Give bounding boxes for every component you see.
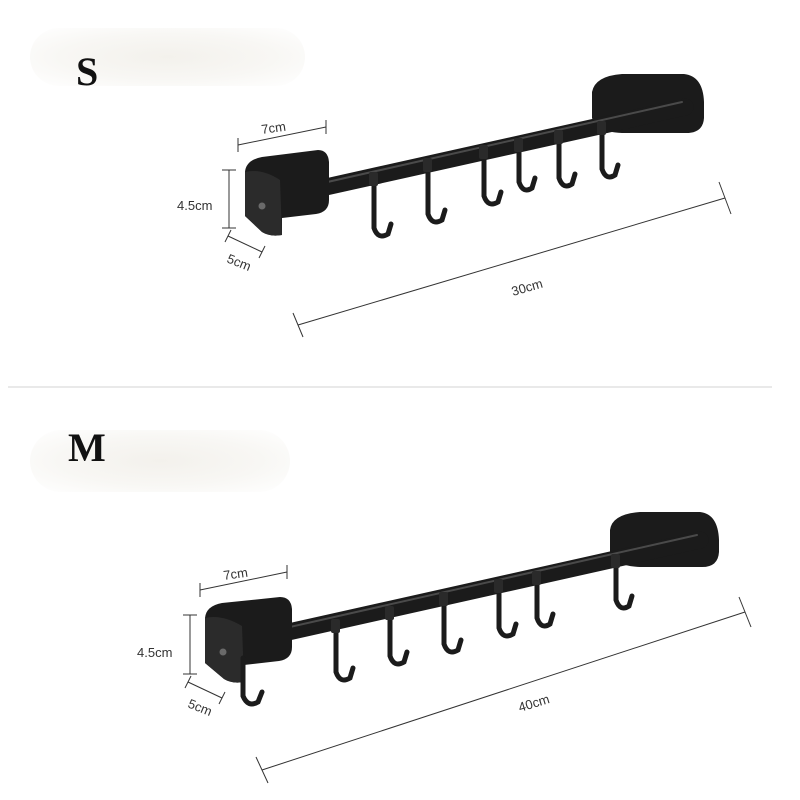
width-dimension-label: 7cm: [260, 119, 286, 137]
hooks: [371, 124, 621, 239]
dimension-lines: [222, 120, 732, 338]
hook: [441, 595, 464, 655]
size-label-backdrop: [30, 28, 305, 86]
rack-illustration-m: 7cm 4.5cm 5cm 40cm: [137, 512, 752, 784]
hook: [371, 175, 394, 239]
screw-cap: [258, 202, 266, 210]
product-panel-m: M: [0, 400, 800, 790]
size-label-backdrop: [30, 430, 290, 492]
hook: [516, 141, 538, 193]
hook: [534, 574, 556, 629]
hook: [425, 160, 448, 225]
section-divider: [8, 386, 772, 388]
dimension-lines: [183, 565, 752, 784]
size-label: S: [76, 49, 99, 94]
width-dimension-label: 7cm: [222, 565, 248, 583]
size-label: M: [68, 425, 106, 470]
depth-dimension-label: 5cm: [225, 251, 253, 274]
hook: [387, 609, 410, 667]
hook: [240, 655, 265, 707]
hook: [613, 557, 635, 611]
hook: [481, 147, 504, 207]
hooks: [240, 557, 635, 707]
hook: [333, 622, 356, 683]
depth-dimension-label: 5cm: [186, 696, 214, 719]
height-dimension-label: 4.5cm: [137, 645, 172, 660]
length-dimension-label: 30cm: [510, 276, 545, 299]
rail-bar: [239, 531, 709, 650]
height-dimension-label: 4.5cm: [177, 198, 212, 213]
hook: [556, 133, 578, 189]
hook: [496, 582, 519, 639]
product-panel-s: S: [0, 0, 800, 390]
length-dimension-label: 40cm: [516, 691, 551, 715]
hook: [599, 124, 621, 180]
rack-illustration-s: 7cm 4.5cm 5cm 30cm: [177, 74, 732, 338]
screw-cap: [219, 648, 227, 656]
